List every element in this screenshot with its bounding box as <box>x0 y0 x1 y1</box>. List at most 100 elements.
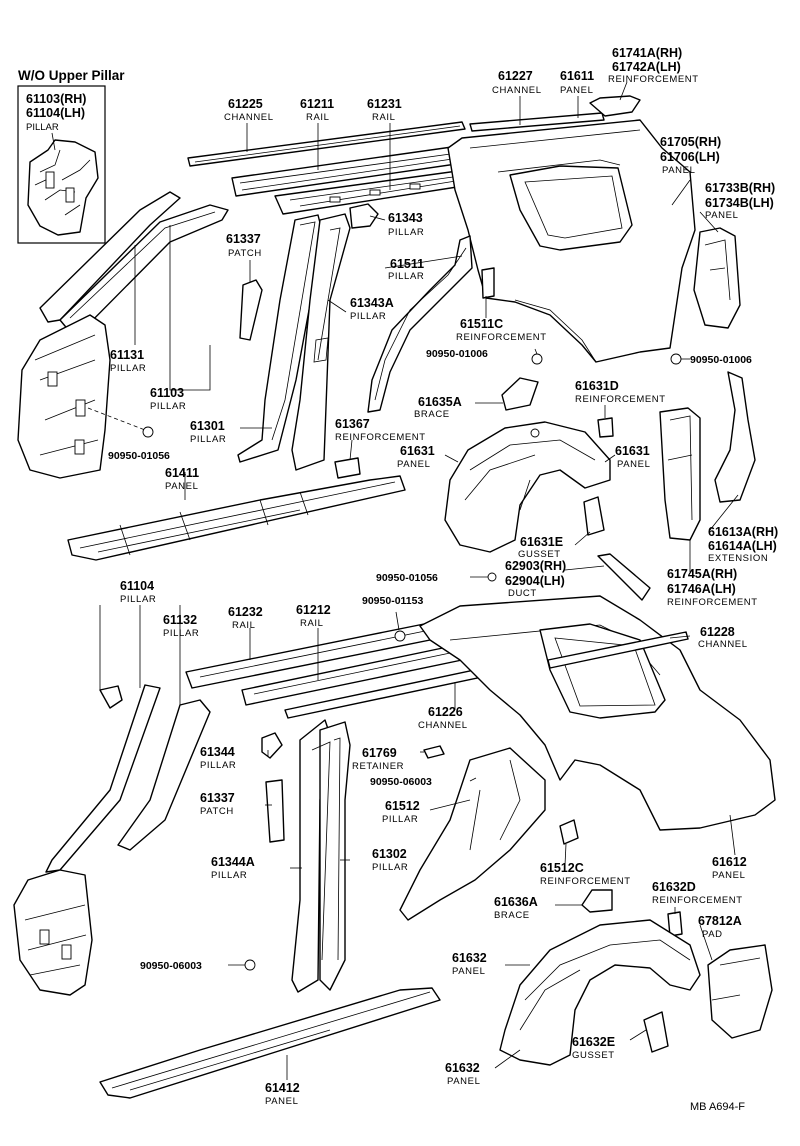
part-61343 <box>349 203 379 229</box>
inset-line-0: 61103(RH) <box>26 92 86 106</box>
lower-assembly <box>13 595 776 1099</box>
inset-title: W/O Upper Pillar <box>18 68 125 83</box>
svg-text:61631D: 61631D <box>575 379 619 393</box>
svg-text:61746A(LH): 61746A(LH) <box>667 582 736 596</box>
label-61211: 61211 RAIL <box>300 97 334 123</box>
svg-text:61103: 61103 <box>150 386 184 400</box>
part-61769 <box>423 745 445 759</box>
svg-text:PILLAR: PILLAR <box>211 870 247 881</box>
svg-text:61226: 61226 <box>428 705 463 719</box>
label-90950-01056-b: 90950-01056 <box>376 572 438 584</box>
labels: 61741A(RH) 61742A(LH) REINFORCEMENT 6122… <box>108 46 778 1113</box>
part-61412 <box>99 987 441 1099</box>
svg-text:61411: 61411 <box>165 466 199 480</box>
part-a-pillar-lower <box>17 314 111 479</box>
label-90950-01006-b: 90950-01006 <box>690 354 752 366</box>
part-61631D <box>597 417 614 438</box>
svg-text:REINFORCEMENT: REINFORCEMENT <box>652 895 743 906</box>
svg-text:61614A(LH): 61614A(LH) <box>708 539 777 553</box>
svg-text:CHANNEL: CHANNEL <box>224 112 274 123</box>
svg-text:PILLAR: PILLAR <box>150 401 186 412</box>
label-61337-lower: 61337 PATCH <box>200 791 235 817</box>
part-61632E <box>643 1011 669 1053</box>
svg-text:90950-01056: 90950-01056 <box>376 572 438 584</box>
clip-90950-01006-a <box>531 353 543 365</box>
svg-text:CHANNEL: CHANNEL <box>418 720 468 731</box>
label-61232: 61232 RAIL <box>228 605 263 631</box>
svg-text:RETAINER: RETAINER <box>352 761 404 772</box>
label-61631E: 61631E GUSSET <box>518 535 563 560</box>
svg-text:61225: 61225 <box>228 97 263 111</box>
label-61705: 61705(RH) 61706(LH) PANEL <box>660 135 721 176</box>
svg-text:61343A: 61343A <box>350 296 394 310</box>
svg-text:61611: 61611 <box>560 69 594 83</box>
label-61344A: 61344A PILLAR <box>211 855 255 881</box>
part-61132 <box>117 699 211 851</box>
svg-text:61635A: 61635A <box>418 395 462 409</box>
label-61132: 61132 PILLAR <box>163 613 199 639</box>
label-61231: 61231 RAIL <box>367 97 402 123</box>
svg-text:61636A: 61636A <box>494 895 538 909</box>
svg-text:61227: 61227 <box>498 69 533 83</box>
svg-text:90950-01006: 90950-01006 <box>426 348 488 360</box>
part-61511 <box>367 235 473 413</box>
part-61632 <box>499 919 701 1066</box>
part-61367 <box>334 457 361 479</box>
svg-text:PANEL: PANEL <box>617 459 650 470</box>
svg-text:62904(LH): 62904(LH) <box>505 574 565 588</box>
svg-text:PATCH: PATCH <box>200 806 234 817</box>
label-61635A: 61635A BRACE <box>414 395 462 420</box>
label-61733B: 61733B(RH) 61734B(LH) PANEL <box>705 181 775 221</box>
upper-assembly <box>17 95 741 561</box>
label-61511C: 61511C REINFORCEMENT <box>456 317 546 343</box>
svg-text:61131: 61131 <box>110 348 144 362</box>
label-61511: 61511 PILLAR <box>388 257 424 282</box>
part-61302 <box>319 721 351 991</box>
svg-text:61632: 61632 <box>445 1061 480 1075</box>
svg-text:PILLAR: PILLAR <box>350 311 386 322</box>
svg-text:RAIL: RAIL <box>232 620 256 631</box>
svg-text:REINFORCEMENT: REINFORCEMENT <box>575 394 666 405</box>
clip-90950-01056-left <box>142 426 154 438</box>
label-61228: 61228 CHANNEL <box>698 625 747 650</box>
label-61343A: 61343A PILLAR <box>350 296 394 322</box>
label-61512: 61512 PILLAR <box>382 799 420 825</box>
label-61131: 61131 PILLAR <box>110 348 146 374</box>
label-61512C: 61512C REINFORCEMENT <box>540 861 630 887</box>
svg-text:61344: 61344 <box>200 745 235 759</box>
label-90950-01056-a: 90950-01056 <box>108 450 170 462</box>
svg-text:GUSSET: GUSSET <box>518 549 561 560</box>
part-67812A <box>707 944 773 1039</box>
svg-text:61412: 61412 <box>265 1081 300 1095</box>
part-61344 <box>261 732 283 759</box>
clip-90950-01056-right <box>487 572 497 582</box>
label-61631-right: 61631 PANEL <box>615 444 650 470</box>
svg-text:61632: 61632 <box>452 951 487 965</box>
part-61635A <box>501 377 539 411</box>
svg-text:PANEL: PANEL <box>662 165 695 176</box>
svg-text:61344A: 61344A <box>211 855 255 869</box>
svg-text:61734B(LH): 61734B(LH) <box>705 196 774 210</box>
label-61632D: 61632D REINFORCEMENT <box>652 880 743 906</box>
label-61769: 61769 RETAINER <box>352 746 404 772</box>
part-61636A <box>581 889 613 913</box>
part-61631E <box>583 496 605 536</box>
svg-text:PILLAR: PILLAR <box>200 760 236 771</box>
svg-text:PANEL: PANEL <box>165 481 198 492</box>
svg-text:PANEL: PANEL <box>705 210 738 221</box>
part-61337-lower <box>265 779 285 843</box>
svg-text:61742A(LH): 61742A(LH) <box>612 60 681 74</box>
svg-text:REINFORCEMENT: REINFORCEMENT <box>608 74 699 85</box>
leader-lines <box>99 81 739 1080</box>
svg-text:RAIL: RAIL <box>306 112 330 123</box>
label-90950-01153: 90950-01153 <box>362 595 423 607</box>
label-61227: 61227 CHANNEL <box>492 69 541 96</box>
part-61411 <box>67 475 406 561</box>
svg-text:PILLAR: PILLAR <box>388 227 424 238</box>
part-61104 <box>99 685 123 709</box>
svg-text:RAIL: RAIL <box>300 618 324 629</box>
diagram-code: MB A694-F <box>690 1101 745 1113</box>
clip-90950-01006-b <box>670 353 682 365</box>
part-61741A <box>589 95 641 117</box>
label-61411: 61411 PANEL <box>165 466 199 492</box>
